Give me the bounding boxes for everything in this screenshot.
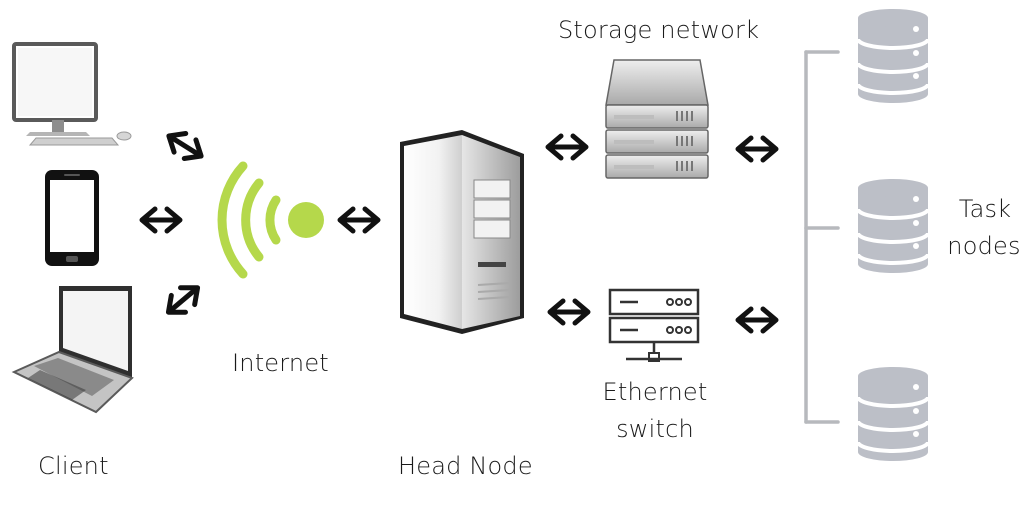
internet-label: Internet [232,349,329,377]
ethernet-switch-label-line1: Ethernet [602,378,708,406]
server-tower-icon [400,130,524,334]
laptop-icon [11,286,134,414]
database-icon [856,365,930,463]
double-arrow-icon [548,136,586,158]
smartphone-icon [45,170,99,266]
double-arrow-icon [161,279,204,320]
network-switch-icon [608,288,700,362]
ethernet-switch-label-line2: switch [616,415,694,443]
double-arrow-icon [163,127,207,166]
database-icon [856,177,930,275]
double-arrow-icon [738,138,776,160]
task-nodes-label-line1: Task [958,195,1012,223]
storage-server-icon [605,59,709,179]
storage-network-label: Storage network [558,16,760,44]
wifi-signal-icon [217,161,324,279]
task-nodes-label-line2: nodes [947,232,1021,260]
double-arrow-icon [340,209,378,231]
head-node-label: Head Node [398,452,533,480]
double-arrow-icon [550,301,588,323]
desktop-computer-icon [12,42,132,146]
client-label: Client [38,452,109,480]
task-node-bracket [804,50,840,424]
double-arrow-icon [738,309,776,331]
database-icon [856,7,930,105]
double-arrow-icon [142,209,180,231]
